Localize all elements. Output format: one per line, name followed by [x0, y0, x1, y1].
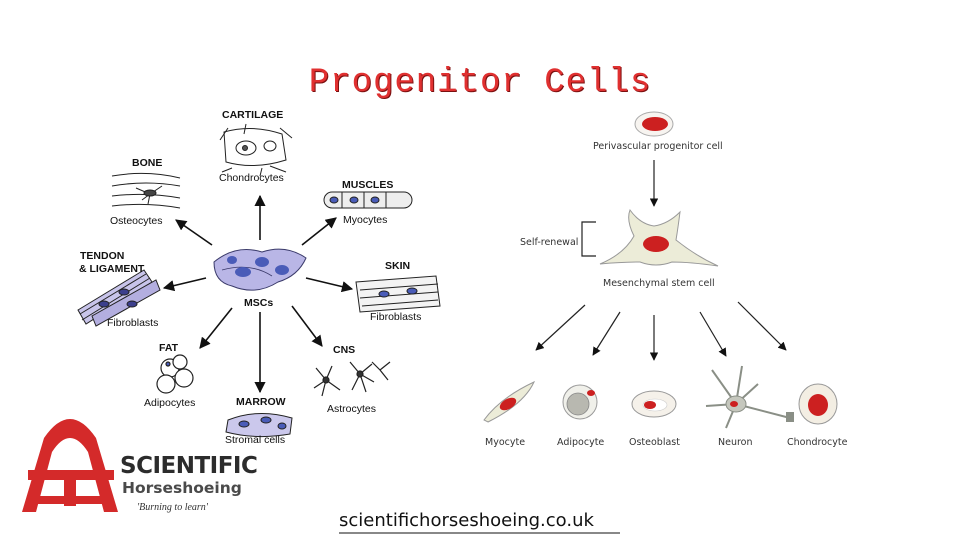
label-myocytes: Myocytes	[343, 214, 388, 226]
label-fibroblasts-tendon: Fibroblasts	[107, 317, 159, 329]
tendon-fibroblast-illustration	[77, 269, 161, 327]
arrow-to-myocyte	[535, 304, 586, 351]
label-marrow: MARROW	[236, 396, 286, 408]
arrow-to-bone	[175, 219, 213, 246]
label-bone: BONE	[132, 157, 163, 169]
label-cns: CNS	[333, 344, 356, 356]
neuron-cell-illustration	[705, 365, 794, 429]
skin-fibroblast-illustration	[355, 275, 441, 313]
label-neuron: Neuron	[718, 437, 753, 448]
label-ligament: & LIGAMENT	[79, 263, 145, 275]
right-arrows	[535, 160, 787, 361]
osteocyte-illustration	[111, 172, 181, 209]
label-astrocytes: Astrocytes	[327, 403, 377, 415]
label-skin: SKIN	[385, 260, 411, 272]
logo-text-scientific: SCIENTIFIC	[120, 453, 258, 479]
label-adipocyte: Adipocyte	[557, 437, 605, 448]
label-mesenchymal-stem-cell: Mesenchymal stem cell	[603, 278, 715, 289]
arrow-to-fat	[199, 307, 233, 349]
label-perivascular: Perivascular progenitor cell	[593, 141, 723, 152]
label-mscs: MSCs	[244, 297, 274, 309]
label-osteoblast: Osteoblast	[629, 437, 680, 448]
astrocyte-illustration	[313, 361, 391, 397]
perivascular-cell-illustration	[634, 111, 674, 137]
logo-tagline: 'Burning to learn'	[137, 502, 208, 513]
adipocyte-cell-illustration	[562, 384, 598, 420]
stromal-cell-illustration	[225, 412, 293, 438]
label-fat: FAT	[159, 342, 179, 354]
myocyte-cell-illustration	[483, 380, 536, 423]
label-osteocytes: Osteocytes	[110, 215, 163, 227]
label-cartilage: CARTILAGE	[222, 109, 284, 121]
scientific-horseshoeing-logo	[22, 419, 118, 512]
arrow-to-chondrocyte	[737, 301, 787, 351]
footer-url-link[interactable]: scientifichorseshoeing.co.uk	[339, 510, 594, 531]
chondrocyte-illustration	[219, 123, 293, 177]
adipocyte-illustration	[156, 354, 194, 394]
label-self-renewal: Self-renewal	[520, 237, 579, 248]
arrow-to-skin	[305, 277, 354, 293]
label-chondrocyte: Chondrocyte	[787, 437, 848, 448]
label-tendon: TENDON	[80, 250, 125, 262]
arrow-to-cns	[291, 305, 323, 347]
page-title: Progenitor Cells	[308, 64, 652, 102]
arrow-to-tendon	[162, 277, 207, 292]
arrow-to-muscles	[301, 217, 337, 246]
msc-illustration	[599, 208, 719, 267]
msc-arrows	[162, 194, 354, 394]
label-muscles: MUSCLES	[342, 179, 394, 191]
label-myocyte: Myocyte	[485, 437, 526, 448]
logo-text-horseshoeing: Horseshoeing	[122, 479, 242, 497]
arrow-to-adipocyte	[592, 311, 621, 356]
self-renewal-bracket	[581, 221, 596, 257]
osteoblast-cell-illustration	[631, 390, 677, 418]
label-stromal-cells: Stromal cells	[225, 434, 286, 446]
myocyte-illustration	[323, 191, 413, 209]
arrow-to-neuron	[699, 311, 727, 357]
msc-cluster-illustration	[213, 248, 307, 291]
label-chondrocytes: Chondrocytes	[219, 172, 284, 184]
chondrocyte-cell-illustration	[798, 383, 838, 425]
label-fibroblasts-skin: Fibroblasts	[370, 311, 422, 323]
label-adipocytes: Adipocytes	[144, 397, 196, 409]
